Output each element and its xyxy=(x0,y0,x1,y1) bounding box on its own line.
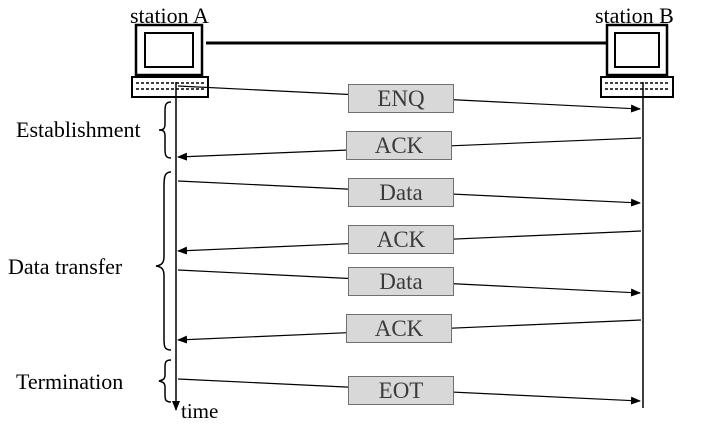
message-box-ack: ACK xyxy=(346,314,452,343)
station-b-label: station B xyxy=(595,3,674,28)
message-box-enq: ENQ xyxy=(348,84,454,113)
message-box-ack: ACK xyxy=(346,131,452,160)
phase-establishment-label: Establishment xyxy=(16,117,141,142)
computer-b-icon xyxy=(600,23,674,98)
time-axis-label: time xyxy=(181,399,219,423)
establishment-brace xyxy=(158,101,172,159)
message-box-eot: EOT xyxy=(348,376,454,405)
phase-data-transfer-label: Data transfer xyxy=(8,254,123,279)
data-transfer-brace xyxy=(155,171,172,351)
message-box-ack: ACK xyxy=(348,225,454,254)
message-box-data: Data xyxy=(348,267,454,296)
station-a-label: station A xyxy=(130,3,209,28)
termination-brace xyxy=(158,359,172,403)
phase-termination-label: Termination xyxy=(16,369,124,394)
computer-a-icon xyxy=(131,23,209,98)
message-box-data: Data xyxy=(348,178,454,207)
